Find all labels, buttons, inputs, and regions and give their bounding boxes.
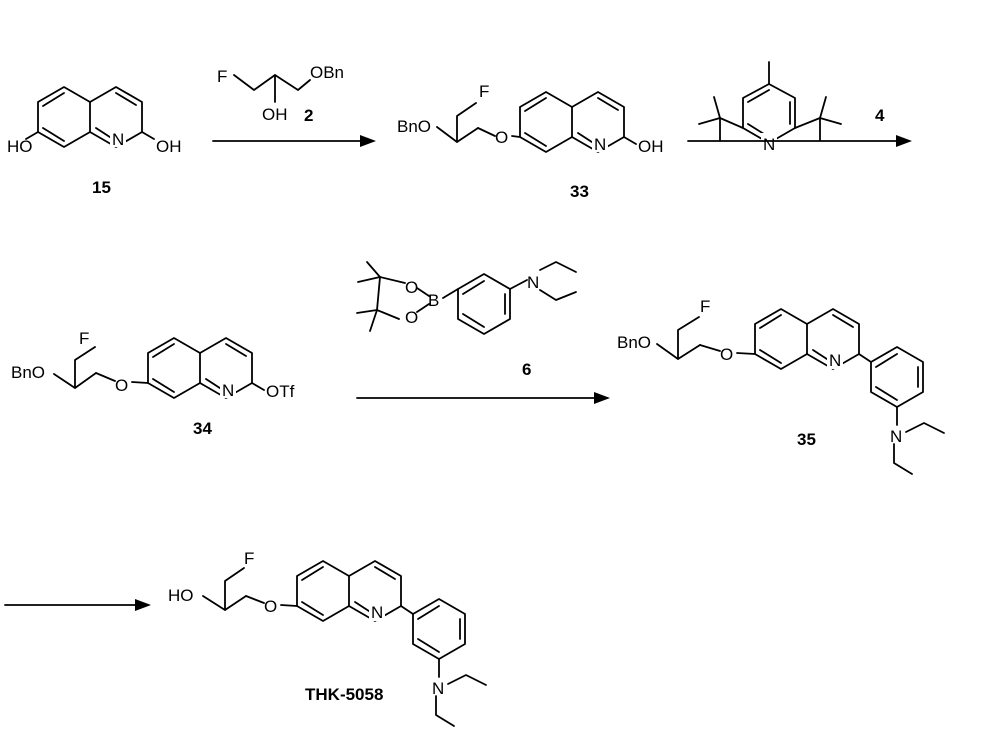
compound-2: F OH OBn 2 xyxy=(217,63,344,125)
compound-33: F BnO O N OH 33 xyxy=(397,82,664,201)
reaction-arrow-1 xyxy=(213,135,376,147)
atom-oh: OH xyxy=(638,137,664,156)
atom-n: N xyxy=(112,130,124,149)
reaction-arrow-2 xyxy=(688,135,912,147)
atom-ho: HO xyxy=(7,137,33,156)
compound-label-33: 33 xyxy=(570,182,589,201)
atom-n2: N xyxy=(890,427,902,446)
atom-f: F xyxy=(79,329,89,348)
atom-bno: BnO xyxy=(397,117,431,136)
atom-f: F xyxy=(479,82,489,101)
atom-n2: N xyxy=(432,679,444,698)
reaction-arrow-4 xyxy=(5,599,151,611)
atom-o: O xyxy=(495,128,508,147)
atom-n: N xyxy=(829,351,841,370)
atom-n: N xyxy=(594,135,606,154)
atom-o: O xyxy=(264,597,277,616)
compound-15: HO N OH 15 xyxy=(7,87,182,197)
compound-label-thk-5058: THK-5058 xyxy=(305,685,383,704)
compound-label-6: 6 xyxy=(522,360,531,379)
atom-f: F xyxy=(244,549,254,568)
compound-label-2: 2 xyxy=(304,106,313,125)
atom-n: N xyxy=(527,273,539,292)
compound-thk-5058: F HO O N N THK-5058 xyxy=(168,549,486,726)
atom-n: N xyxy=(763,135,775,154)
compound-label-35: 35 xyxy=(797,430,816,449)
compound-35: F BnO O N N 35 xyxy=(617,297,944,474)
atom-obn: OBn xyxy=(310,63,344,82)
atom-otf: OTf xyxy=(266,382,295,401)
atom-f: F xyxy=(217,67,227,86)
atom-o: O xyxy=(115,376,128,395)
atom-n: N xyxy=(222,381,234,400)
compound-6: O O B N 6 xyxy=(357,262,576,379)
atom-f: F xyxy=(700,297,710,316)
compound-34: F BnO O N OTf 34 xyxy=(11,329,295,438)
atom-o: O xyxy=(720,345,733,364)
atom-ho: HO xyxy=(168,586,194,605)
compound-label-34: 34 xyxy=(193,419,212,438)
atom-o2: O xyxy=(405,308,418,327)
atom-oh: OH xyxy=(262,105,288,124)
atom-b: B xyxy=(428,291,439,310)
atom-oh: OH xyxy=(156,137,182,156)
compound-label-15: 15 xyxy=(92,178,111,197)
compound-label-4: 4 xyxy=(875,106,885,125)
reaction-arrow-3 xyxy=(357,392,610,404)
atom-n: N xyxy=(371,603,383,622)
atom-bno: BnO xyxy=(11,363,45,382)
atom-o1: O xyxy=(405,278,418,297)
atom-bno: BnO xyxy=(617,333,651,352)
